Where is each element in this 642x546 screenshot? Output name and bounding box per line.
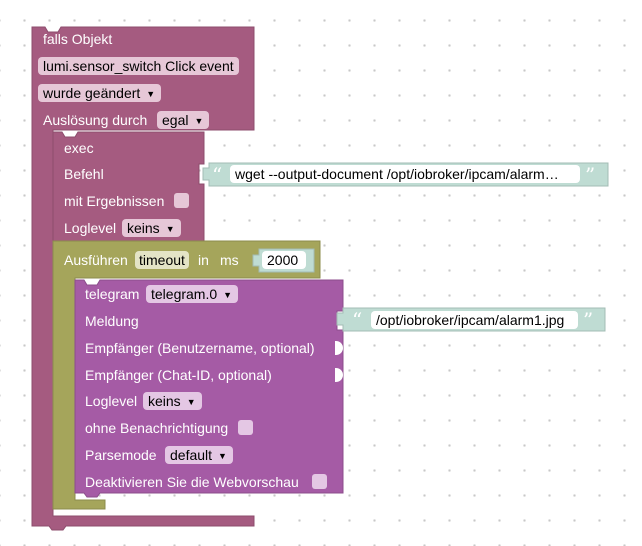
chevron-down-icon: ▼ <box>186 397 196 407</box>
message-label: Meldung <box>85 313 139 329</box>
telegram-instance-value: telegram.0 <box>151 286 218 302</box>
exec-title: exec <box>64 140 94 156</box>
condition-dropdown[interactable]: wurde geändert ▼ <box>38 84 162 102</box>
telegram-loglevel-value: keins <box>148 393 181 409</box>
exec-loglevel-dropdown[interactable]: keins ▼ <box>122 219 181 237</box>
command-label: Befehl <box>64 166 104 182</box>
recipient-chat-input-slot[interactable] <box>335 368 343 382</box>
parsemode-dropdown[interactable]: default ▼ <box>165 446 233 464</box>
trigger-dropdown[interactable]: egal ▼ <box>157 111 210 129</box>
parsemode-value: default <box>170 447 213 463</box>
telegram-loglevel-label: Loglevel <box>85 393 138 409</box>
chevron-down-icon: ▼ <box>218 451 227 461</box>
timeout-mode-value: timeout <box>139 252 185 268</box>
chevron-down-icon: ▼ <box>165 224 175 234</box>
telegram-block-shape <box>74 279 344 498</box>
timeout-value-input[interactable]: 2000 <box>262 251 306 269</box>
open-quote-icon: “ <box>352 308 363 332</box>
message-input[interactable]: /opt/iobroker/ipcam/alarm1.jpg <box>371 311 578 329</box>
telegram-instance-dropdown[interactable]: telegram.0 ▼ <box>146 285 239 303</box>
silent-label: ohne Benachrichtigung <box>85 420 229 436</box>
parsemode-label: Parsemode <box>85 447 157 463</box>
object-id-value: lumi.sensor_switch Click event <box>43 58 234 74</box>
object-id-field[interactable]: lumi.sensor_switch Click event <box>38 57 239 75</box>
exec-loglevel-value: keins <box>127 220 160 236</box>
telegram-title: telegram <box>85 286 140 302</box>
trigger-value: egal <box>162 112 189 128</box>
trigger-block-title: falls Objekt <box>43 31 113 47</box>
chevron-down-icon: ▼ <box>223 290 233 300</box>
command-input[interactable]: wget --output-document /opt/iobroker/ipc… <box>230 165 580 183</box>
preview-label: Deaktivieren Sie die Webvorschau <box>85 474 299 490</box>
results-label: mit Ergebnissen <box>64 193 165 209</box>
close-quote-icon: ” <box>585 163 596 187</box>
recipient-user-input-slot[interactable] <box>335 341 343 355</box>
timeout-mode-field[interactable]: timeout <box>135 251 189 269</box>
exec-loglevel-label: Loglevel <box>64 220 117 236</box>
recipient-user-label: Empfänger (Benutzername, optional) <box>85 340 315 356</box>
preview-checkbox[interactable] <box>312 474 327 489</box>
chevron-down-icon: ▼ <box>194 116 204 126</box>
silent-checkbox[interactable] <box>238 420 253 435</box>
trigger-label: Auslösung durch <box>43 112 148 128</box>
trigger-block-shape <box>31 26 255 531</box>
timeout-prefix: Ausführen <box>64 252 128 268</box>
timeout-unit-label: ms <box>220 252 239 268</box>
chevron-down-icon: ▼ <box>146 89 156 99</box>
open-quote-icon: “ <box>212 163 223 187</box>
condition-value: wurde geändert <box>43 85 141 101</box>
telegram-loglevel-dropdown[interactable]: keins ▼ <box>143 392 202 410</box>
close-quote-icon: ” <box>583 308 594 332</box>
recipient-chat-label: Empfänger (Chat-ID, optional) <box>85 367 272 383</box>
timeout-in-label: in <box>198 252 209 268</box>
results-checkbox[interactable] <box>174 193 189 208</box>
